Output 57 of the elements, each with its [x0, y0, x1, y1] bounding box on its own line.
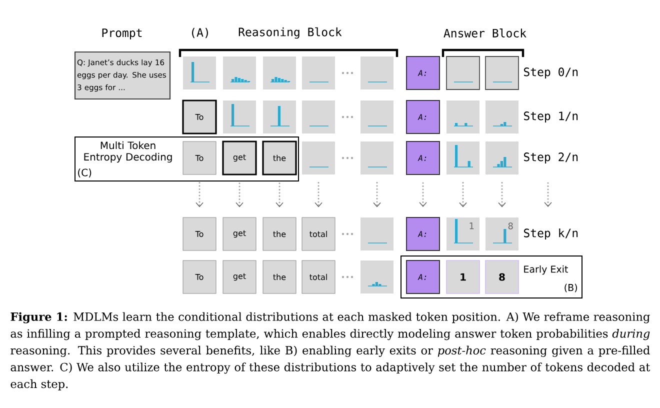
block-heading: Answer Block	[444, 28, 526, 38]
figure-caption: Figure 1: MDLMs learn the conditional distributions at each masked token position. A) We reframe reasoning as infilling a prompted reasoning template, which enables directly modeling answer token probabilities during reasoning. This provides several benefits, like B) enabling early exits or post-hoc reasoning given a pre-filled answer. C) We also utilize the entropy of these distributions to adaptively set the number of tokens decoded at each step.	[10, 312, 650, 390]
token-tile: get	[222, 260, 256, 294]
distribution-tile	[360, 56, 394, 90]
arrow	[196, 182, 204, 208]
token-tile: To	[182, 141, 216, 175]
distribution-tile	[223, 56, 256, 90]
distribution-tile	[223, 100, 256, 134]
token-tile: total	[302, 217, 336, 251]
token-tile: 1	[446, 260, 480, 294]
distribution-tile	[263, 100, 296, 134]
arrow	[498, 182, 506, 208]
step-label: Step k/n	[524, 228, 578, 240]
step-label: Step 2/n	[524, 152, 578, 164]
token-tile: the	[262, 140, 297, 176]
token-tile: 8	[486, 218, 518, 250]
distribution-tile	[360, 218, 394, 250]
token-tile: total	[302, 260, 336, 294]
token-tile: the	[262, 260, 296, 294]
distribution-tile	[360, 142, 394, 174]
arrow	[459, 182, 467, 208]
arrow	[373, 182, 381, 208]
step-label: Step 0/n	[524, 68, 578, 78]
arrow	[236, 182, 244, 208]
token-tile: To	[182, 100, 217, 134]
answer-tile: A:	[406, 217, 440, 251]
distribution-tile	[302, 56, 335, 90]
arrow	[419, 182, 427, 207]
token-tile: get	[222, 217, 256, 251]
answer-tile: A:	[406, 260, 440, 294]
answer-tile: A:	[406, 141, 440, 175]
token-tile: the	[262, 217, 296, 251]
distribution-tile	[302, 100, 335, 134]
distribution-tile	[302, 142, 335, 174]
step-label: Step 1/n	[524, 112, 578, 122]
token-tile: 8	[485, 260, 519, 294]
distribution-tile	[183, 56, 216, 90]
distribution-tile	[486, 142, 518, 174]
distribution-tile	[263, 56, 296, 90]
panel-letter: (A)	[192, 28, 208, 38]
answer-tile: A:	[406, 100, 440, 134]
token-tile: get	[222, 140, 257, 176]
distribution-tile	[485, 56, 519, 90]
distribution-tile	[486, 100, 518, 134]
arrow	[314, 182, 322, 208]
answer-tile: A:	[406, 56, 440, 90]
token-tile: To	[182, 260, 216, 294]
distribution-tile	[360, 260, 394, 294]
column-heading: Prompt	[102, 28, 142, 40]
distribution-tile	[446, 142, 480, 174]
distribution-tile	[446, 100, 480, 134]
token-tile: To	[182, 217, 216, 251]
token-tile: 1	[446, 218, 480, 250]
distribution-tile	[446, 56, 480, 90]
distribution-tile	[360, 100, 394, 134]
arrow	[276, 182, 284, 208]
block-heading: Reasoning Block	[238, 27, 342, 39]
